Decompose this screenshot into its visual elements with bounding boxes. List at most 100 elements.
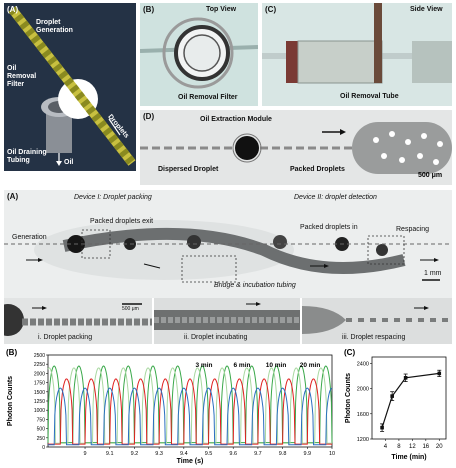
- chart-b-xtick-label: 9.1: [106, 451, 114, 457]
- chart-b-xtick-label: 9.5: [205, 451, 213, 457]
- droplets-arrow: [108, 118, 121, 136]
- fig1-panel-c: (C) Side View Oil Removal Tube: [262, 3, 452, 106]
- inset2-label: ii. Droplet incubating: [184, 334, 248, 341]
- chart-b-ytick-label: 2250: [34, 362, 45, 368]
- chart-c-xtick-label: 8: [397, 444, 401, 450]
- oil-removal-tube-label: Oil Removal Tube: [340, 93, 399, 100]
- oil-arrowhead: [56, 161, 62, 166]
- top-view-title: Top View: [206, 6, 237, 13]
- chart-c-ytick-label: 2000: [357, 387, 369, 393]
- chart-c-line: [381, 372, 440, 428]
- oil-removal-filter-label: Oil Removal Filter: [7, 65, 37, 88]
- chart-b-ytick-label: 1250: [34, 399, 45, 405]
- chart-b-xtick-label: 9.8: [279, 451, 287, 457]
- chart-b-ylabel: Photon Counts: [7, 376, 14, 426]
- chart-b-xtick-label: 9.4: [180, 451, 188, 457]
- inset3-image: [302, 298, 452, 344]
- chart-c-xtick-label: 4: [384, 444, 388, 450]
- fig1-panel-b: (B) Top View Oil Removal Filter: [140, 3, 258, 106]
- chart-c-point: [403, 376, 408, 380]
- chart-b-xtick-label: 9: [84, 451, 87, 457]
- oil-label: Oil: [64, 159, 74, 166]
- chart-b-xtick-label: 10: [329, 451, 335, 457]
- chart-b-ytick-label: 2000: [34, 371, 45, 377]
- device-overview-image: [4, 190, 452, 298]
- chart-b-xtick-label: 9.6: [229, 451, 237, 457]
- chart-b-xlabel: Time (s): [177, 458, 204, 465]
- chart-b-ytick-label: 1000: [34, 408, 45, 414]
- filter-schematic: [8, 6, 136, 166]
- packed-droplets-in-label: Packed droplets in: [300, 224, 358, 231]
- chart-b-ytick-label: 1500: [34, 390, 45, 396]
- droplet-generation-label: Droplet Generation: [36, 19, 73, 34]
- top-view-photo: [140, 3, 258, 106]
- dispersed-droplet-label: Dispersed Droplet: [158, 166, 219, 173]
- chart-b-xtick-label: 9.2: [131, 451, 139, 457]
- extraction-module-image: [140, 110, 452, 185]
- chart-b-xtick-label: 9.3: [155, 451, 163, 457]
- chart-b-series-line: [48, 378, 332, 445]
- chart-c-xtick-label: 16: [422, 444, 429, 450]
- chart-b-annotation: 6 min: [234, 362, 251, 369]
- chart-b-xtick-label: 9.7: [254, 451, 262, 457]
- inset1-label: i. Droplet packing: [38, 334, 93, 341]
- scale-1mm-label: 1 mm: [424, 270, 442, 277]
- respacing-label: Respacing: [396, 226, 430, 233]
- chart-b-annotation: 10 min: [266, 362, 287, 369]
- chart-c-point: [380, 425, 384, 430]
- chart-b-series-line: [48, 387, 333, 446]
- chart-b-ytick-label: 250: [37, 436, 46, 442]
- oil-draining-tubing-label: Oil Draining Tubing: [7, 149, 47, 164]
- bridge-tubing-label: Bridge & incubation tubing: [214, 282, 296, 289]
- oil-removal-filter-b-label: Oil Removal Filter: [178, 94, 238, 101]
- chart-c-xtick-label: 12: [409, 444, 416, 450]
- fig2-a-tag: (A): [7, 192, 19, 201]
- device2-label: Device II: droplet detection: [294, 194, 377, 201]
- scale-500um-label: 500 μm: [418, 172, 443, 179]
- chart-c-frame: [371, 356, 447, 440]
- inset-droplet-incubating: ii. Droplet incubating: [154, 298, 300, 344]
- inset-droplet-packing: 500 μm i. Droplet packing: [4, 298, 152, 344]
- oil-extraction-module-label: Oil Extraction Module: [200, 116, 272, 123]
- chart-c-point: [390, 394, 394, 398]
- fig1-a-tag: (A): [7, 5, 19, 14]
- fig2-panel-b: (B) 0 250 500 750 1000 1250 1500 1750 2000 2250 250…: [4, 347, 340, 465]
- inset-droplet-respacing: iii. Droplet respacing: [302, 298, 452, 344]
- packed-droplets-exit-label: Packed droplets exit: [90, 218, 154, 225]
- chart-c-ytick-label: 2400: [357, 361, 369, 367]
- chart-b-ytick-label: 750: [37, 417, 46, 423]
- chart-c-xtick-label: 20: [436, 444, 443, 450]
- chart-c-xlabel: Time (min): [391, 454, 426, 461]
- chart-b-annotation: 3 min: [196, 362, 213, 369]
- chart-b-ytick-label: 0: [42, 445, 45, 451]
- chart-c-ylabel: Photon Counts: [345, 373, 352, 423]
- fig1-c-tag: (C): [265, 5, 277, 14]
- packed-droplets-label: Packed Droplets: [290, 166, 345, 173]
- device1-label: Device I: Droplet packing: [74, 194, 152, 201]
- inset2-image: [154, 298, 300, 344]
- generation-label: Generation: [12, 234, 47, 241]
- inset1-image: [4, 298, 152, 344]
- scale-500um-inset-label: 500 μm: [122, 306, 139, 312]
- chart-b-ytick-label: 500: [37, 427, 46, 433]
- chart-b-ytick-label: 2500: [34, 353, 45, 359]
- side-view-title: Side View: [410, 6, 443, 13]
- chart-c-point: [437, 371, 442, 376]
- fig2-panel-a: (A) Device I: Droplet packing Device II:…: [4, 190, 452, 298]
- chart-b-annotation: 20 min: [300, 362, 321, 369]
- fig1-panel-a: (A) Droplet Generation Oil Removal Filte…: [4, 3, 136, 171]
- photon-time-chart: (B) 0 250 500 750 1000 1250 1500 1750 2000 2250 250…: [6, 348, 335, 465]
- chart-c-tag: (C): [344, 348, 355, 357]
- fig1-b-tag: (B): [143, 5, 155, 14]
- chart-b-tag: (B): [6, 348, 17, 357]
- chart-b-ytick-label: 1750: [34, 381, 45, 387]
- inset3-label: iii. Droplet respacing: [342, 334, 406, 341]
- fig1-d-tag: (D): [143, 112, 155, 121]
- fig1-panel-d: (D) Oil Extraction Module Dispersed Drop…: [140, 110, 452, 185]
- chart-c-ytick-label: 1600: [357, 412, 369, 418]
- side-view-photo: [262, 3, 452, 106]
- chart-b-xtick-label: 9.9: [303, 451, 311, 457]
- chart-c-ytick-label: 1200: [357, 437, 369, 443]
